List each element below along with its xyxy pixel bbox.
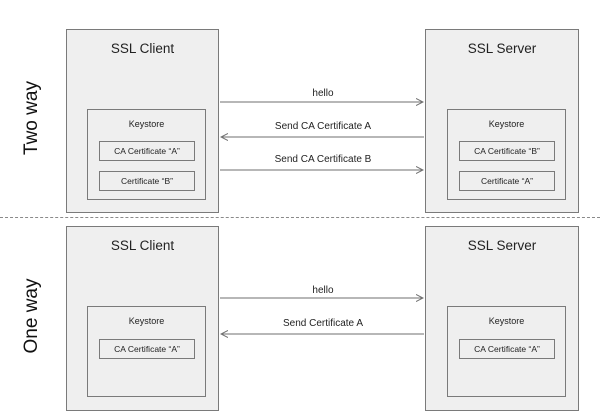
server-keystore: Keystore CA Certificate “A”: [447, 306, 566, 397]
server-cert-ca-a: CA Certificate “A”: [459, 339, 555, 359]
server-cert-a: Certificate “A”: [459, 171, 555, 191]
client-cert-b: Certificate “B”: [99, 171, 195, 191]
client-keystore: Keystore CA Certificate “A”: [87, 306, 206, 397]
ssl-server-node-two-way: SSL Server Keystore CA Certificate “B” C…: [425, 29, 579, 213]
ssl-server-title: SSL Server: [467, 238, 537, 253]
keystore-title: Keystore: [128, 316, 165, 326]
message-hello-one-way: hello: [312, 285, 334, 296]
client-cert-ca-a: CA Certificate “A”: [99, 339, 195, 359]
message-send-ca-cert-b: Send CA Certificate B: [274, 154, 372, 165]
ssl-client-node-one-way: SSL Client Keystore CA Certificate “A”: [66, 226, 219, 411]
message-send-ca-cert-a: Send CA Certificate A: [274, 121, 372, 132]
client-cert-ca-a: CA Certificate “A”: [99, 141, 195, 161]
message-hello-two-way: hello: [312, 88, 334, 99]
keystore-title: Keystore: [488, 316, 525, 326]
ssl-server-title: SSL Server: [467, 41, 537, 56]
client-keystore: Keystore CA Certificate “A” Certificate …: [87, 109, 206, 200]
keystore-title: Keystore: [128, 119, 165, 129]
message-send-cert-a: Send Certificate A: [282, 318, 364, 329]
ssl-client-node-two-way: SSL Client Keystore CA Certificate “A” C…: [66, 29, 219, 213]
ssl-client-title: SSL Client: [110, 238, 175, 253]
server-keystore: Keystore CA Certificate “B” Certificate …: [447, 109, 566, 200]
ssl-client-title: SSL Client: [110, 41, 175, 56]
server-cert-ca-b: CA Certificate “B”: [459, 141, 555, 161]
keystore-title: Keystore: [488, 119, 525, 129]
section-divider: [0, 217, 600, 218]
ssl-server-node-one-way: SSL Server Keystore CA Certificate “A”: [425, 226, 579, 411]
